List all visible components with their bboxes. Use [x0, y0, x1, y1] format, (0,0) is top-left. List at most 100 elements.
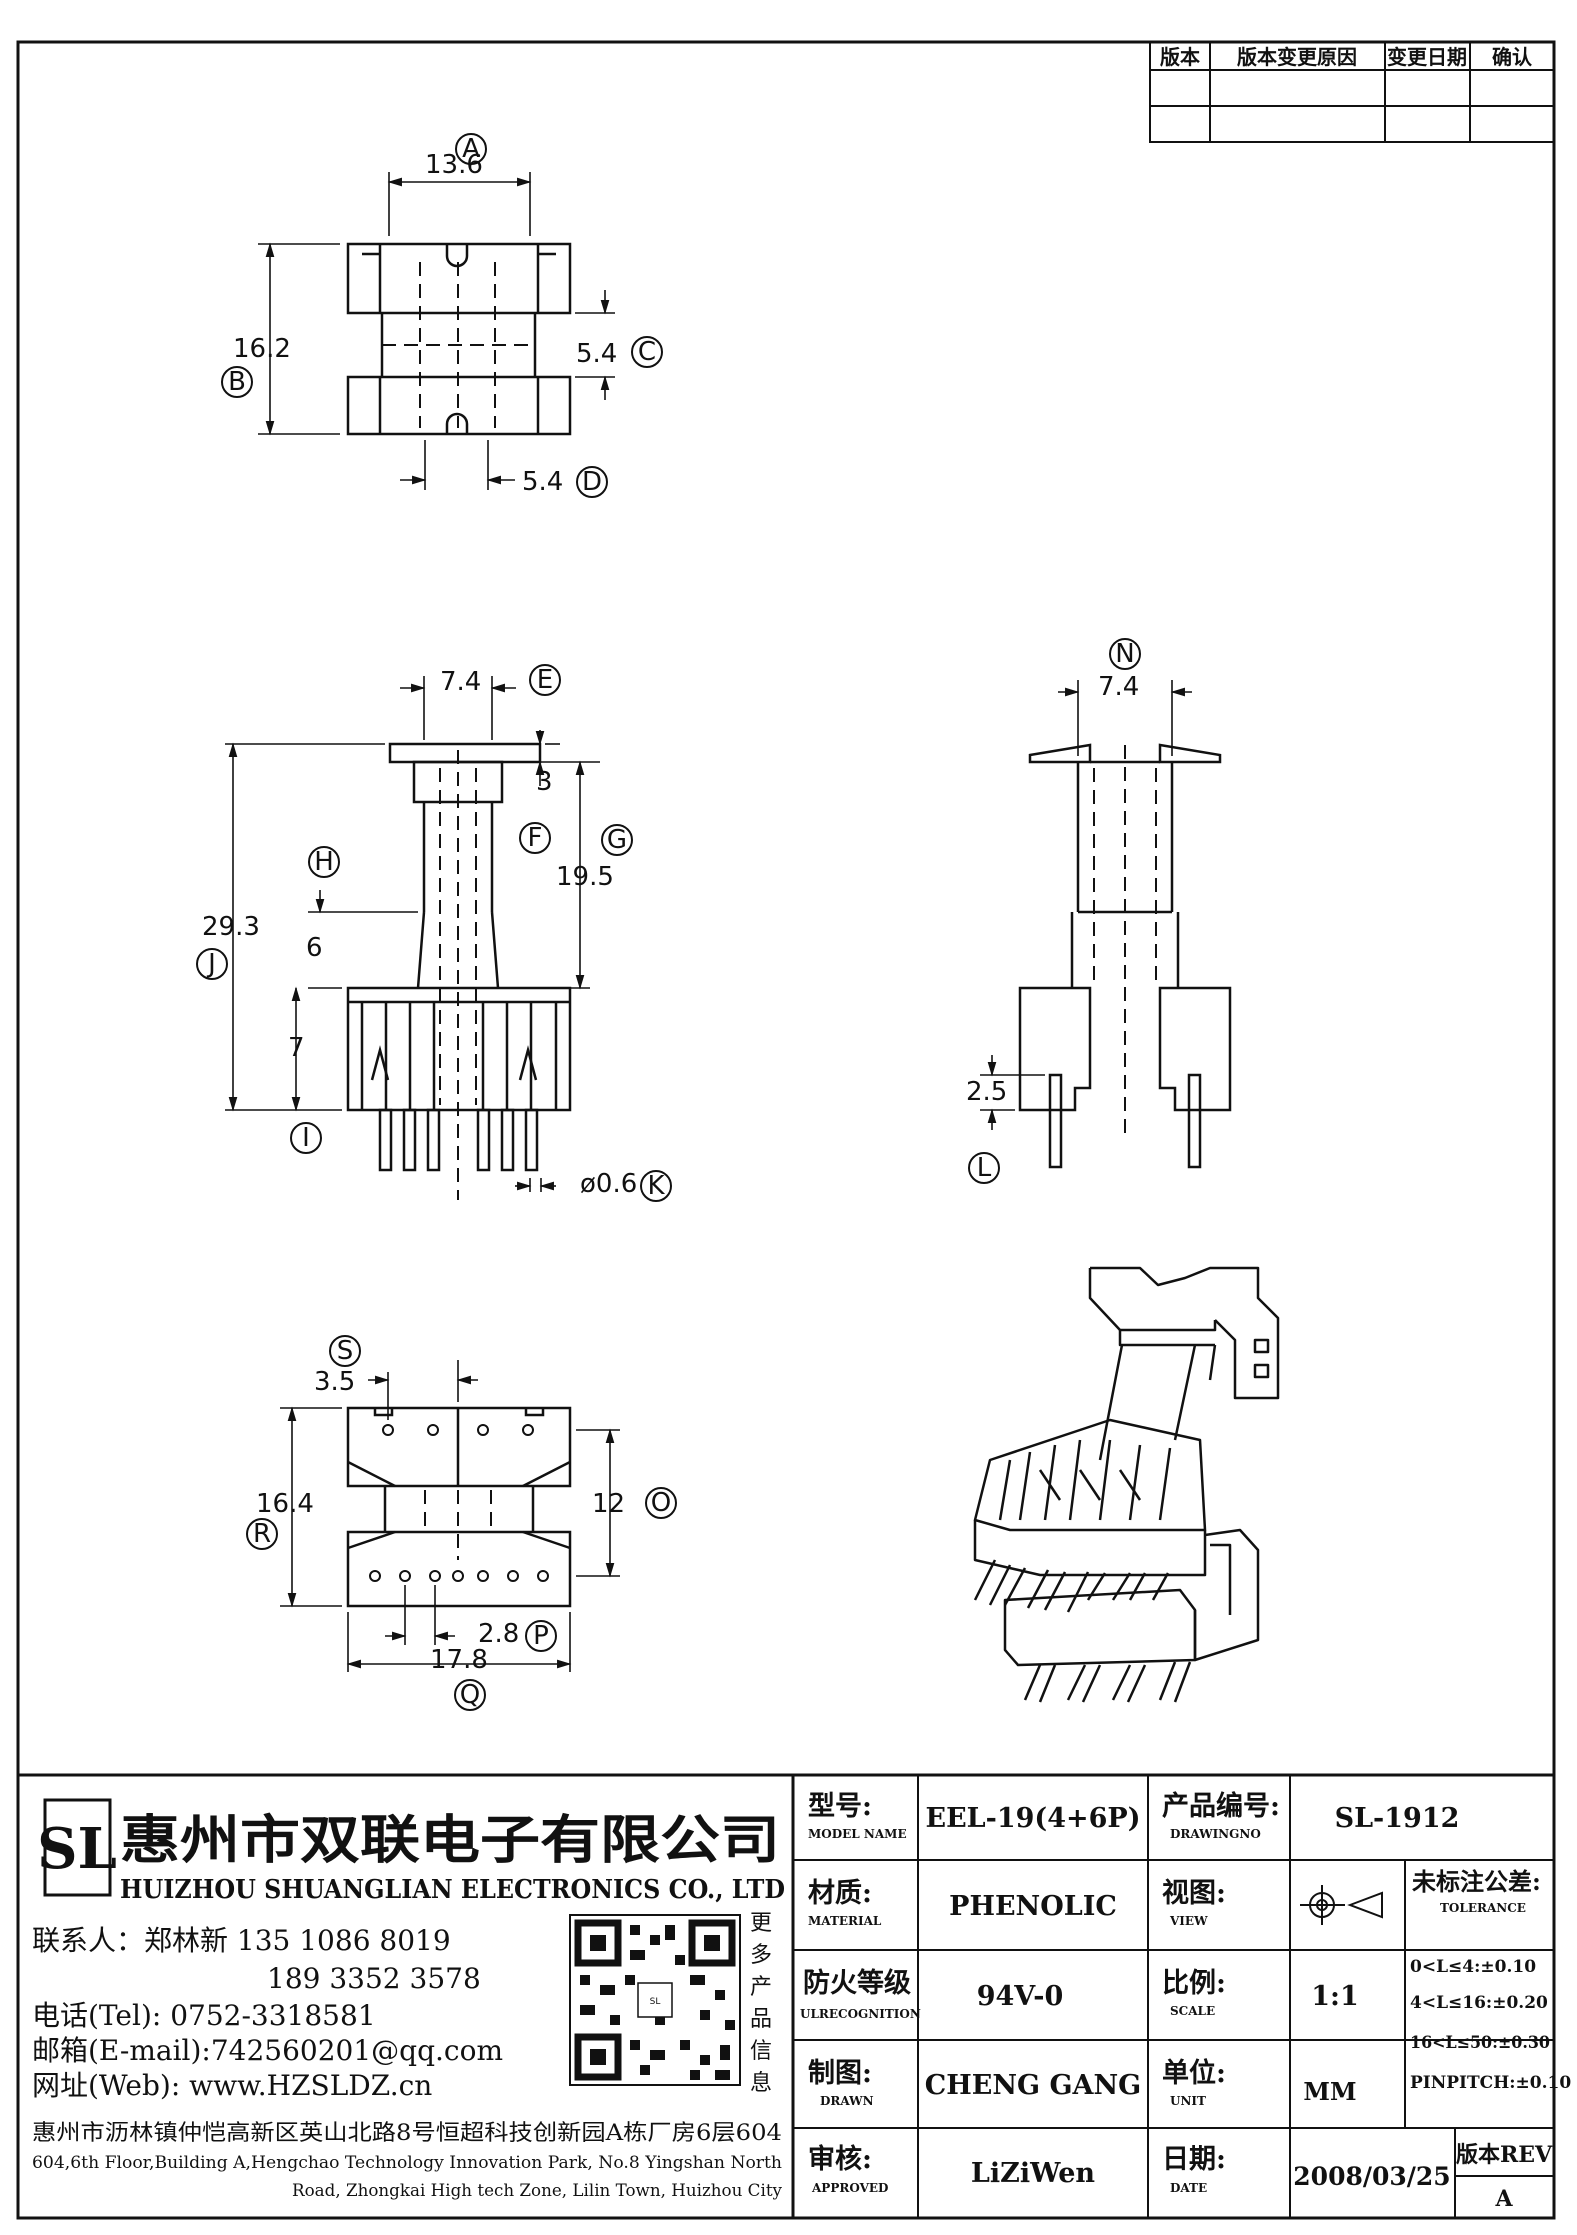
dim-b-value: 16.2	[233, 334, 291, 364]
address-en-line1: 604,6th Floor,Building A,Hengchao Techno…	[32, 2153, 782, 2173]
approved-label: 审核:	[808, 2143, 872, 2175]
revision-table	[1149, 41, 1555, 143]
rev-header-reason: 版本变更原因	[1237, 45, 1357, 69]
dim-k-value: ø0.6	[580, 1169, 637, 1199]
view-label: 视图:	[1162, 1878, 1226, 1909]
label-l-marker: L	[968, 1152, 1000, 1184]
label-s-marker: S	[329, 1335, 361, 1367]
label-g: G	[607, 825, 627, 855]
qr-side-3: 产	[750, 1975, 772, 2000]
address-en-line2: Road, Zhongkai High tech Zone, Lilin Tow…	[292, 2181, 782, 2201]
qr-code: SL	[569, 1914, 741, 2086]
dim-g-value: 19.5	[556, 862, 614, 892]
unit-label: 单位:	[1162, 2057, 1226, 2089]
dim-n-value: 7.4	[1098, 672, 1139, 702]
dim-o-value: 12	[592, 1489, 625, 1519]
label-a-marker: A	[455, 133, 487, 165]
label-e-marker: E	[529, 664, 561, 696]
top-view-hidden	[382, 262, 535, 428]
drawn-value: CHENG GANG	[925, 2070, 1141, 2101]
fire-rating-label-en: ULRECOGNITION	[800, 2007, 921, 2021]
tolerance-3: 16<L≤50:±0.30	[1410, 2033, 1550, 2053]
view-label-en: VIEW	[1169, 1914, 1208, 1928]
company-name-en: HUIZHOU SHUANGLIAN ELECTRONICS CO., LTD	[120, 1875, 785, 1905]
label-g-marker: G	[601, 824, 633, 856]
dim-c-value: 5.4	[576, 339, 617, 369]
label-p-marker: P	[525, 1620, 557, 1652]
dim-i-value: 7	[288, 1033, 305, 1063]
dim-d-value: 5.4	[522, 467, 563, 497]
dim-e-value: 7.4	[440, 667, 481, 697]
fire-rating-value: 94V-0	[977, 1981, 1064, 2012]
dim-s-value: 3.5	[314, 1367, 355, 1397]
dim-f-value: 3	[536, 767, 553, 797]
front-view-dim-lines	[225, 676, 600, 1192]
model-value: EEL-19(4+6P)	[926, 1803, 1141, 1834]
side-view-dim-lines	[980, 680, 1192, 1130]
bottom-view-pin-holes	[369, 1424, 549, 1582]
dim-l-value: 2.5	[966, 1077, 1007, 1107]
scale-value: 1:1	[1311, 1981, 1359, 2012]
isometric-view	[973, 1266, 1280, 1703]
label-f: F	[528, 823, 543, 853]
label-j: J	[206, 949, 216, 979]
label-b: B	[228, 367, 246, 397]
dim-q-value: 17.8	[430, 1645, 488, 1675]
scale-label: 比例:	[1162, 1968, 1226, 1999]
label-e: E	[537, 665, 553, 695]
fire-rating-label: 防火等级	[803, 1967, 911, 1999]
label-f-marker: F	[519, 822, 551, 854]
dim-h-value: 6	[306, 933, 323, 963]
bottom-view-dim-lines	[280, 1360, 620, 1672]
company-name-cn: 惠州市双联电子有限公司	[120, 1810, 780, 1871]
tolerance-2: 4<L≤16:±0.20	[1410, 1993, 1548, 2013]
bottom-view	[346, 1406, 572, 1608]
front-view-hidden	[439, 750, 477, 1200]
qr-side-5: 信	[750, 2039, 772, 2064]
label-q-marker: Q	[454, 1679, 486, 1711]
title-block-grid	[793, 1775, 1554, 2218]
label-o: O	[651, 1488, 671, 1518]
dim-j-value: 29.3	[202, 912, 260, 942]
unit-label-en: UNIT	[1170, 2094, 1206, 2108]
label-a: A	[462, 134, 480, 164]
drawing-no-value: SL-1912	[1335, 1803, 1460, 1834]
company-tel: 电话(Tel): 0752-3318581	[32, 1999, 376, 2032]
address-cn: 惠州市沥林镇仲恺高新区英山北路8号恒超科技创新园A栋厂房6层604	[32, 2121, 782, 2146]
rev-header-date: 变更日期	[1387, 45, 1467, 69]
logo-letters: SL	[37, 1816, 117, 1882]
qr-side-6: 息	[750, 2071, 772, 2096]
label-r: R	[253, 1519, 271, 1549]
company-email: 邮箱(E-mail):742560201@qq.com	[32, 2034, 503, 2067]
title-area-frame	[18, 1773, 1554, 2218]
label-c-marker: C	[631, 336, 663, 368]
dim-a-value: 13.6	[425, 150, 483, 180]
qr-side-4: 品	[750, 2007, 772, 2032]
tolerance-label-en: TOLERANCE	[1440, 1901, 1526, 1915]
company-web: 网址(Web): www.HZSLDZ.cn	[32, 2069, 432, 2102]
scale-label-en: SCALE	[1170, 2004, 1215, 2018]
revision-label: 版本REV	[1456, 2142, 1553, 2168]
bottom-view-hidden	[424, 1490, 492, 1560]
date-label: 日期:	[1162, 2144, 1226, 2175]
label-r-marker: R	[246, 1518, 278, 1550]
qr-center-logo: SL	[650, 1997, 661, 2007]
unit-value: MM	[1303, 2077, 1356, 2106]
label-s: S	[337, 1336, 354, 1366]
qr-side-1: 更	[750, 1911, 772, 1936]
date-value: 2008/03/25	[1293, 2162, 1450, 2191]
model-label: 型号:	[808, 1791, 872, 1822]
rev-header-confirm: 确认	[1492, 45, 1533, 69]
drawing-border	[16, 40, 1556, 2220]
label-n: N	[1115, 639, 1134, 669]
label-k: K	[647, 1171, 665, 1201]
drawing-no-label: 产品编号:	[1162, 1790, 1280, 1822]
top-view-dim-lines	[258, 172, 615, 490]
contact-phone-2: 189 3352 3578	[267, 1962, 481, 1995]
material-value: PHENOLIC	[949, 1891, 1117, 1922]
model-label-en: MODEL NAME	[808, 1827, 907, 1841]
label-l: L	[977, 1153, 992, 1183]
side-view-hidden	[1093, 745, 1157, 1140]
label-k-marker: K	[640, 1170, 672, 1202]
